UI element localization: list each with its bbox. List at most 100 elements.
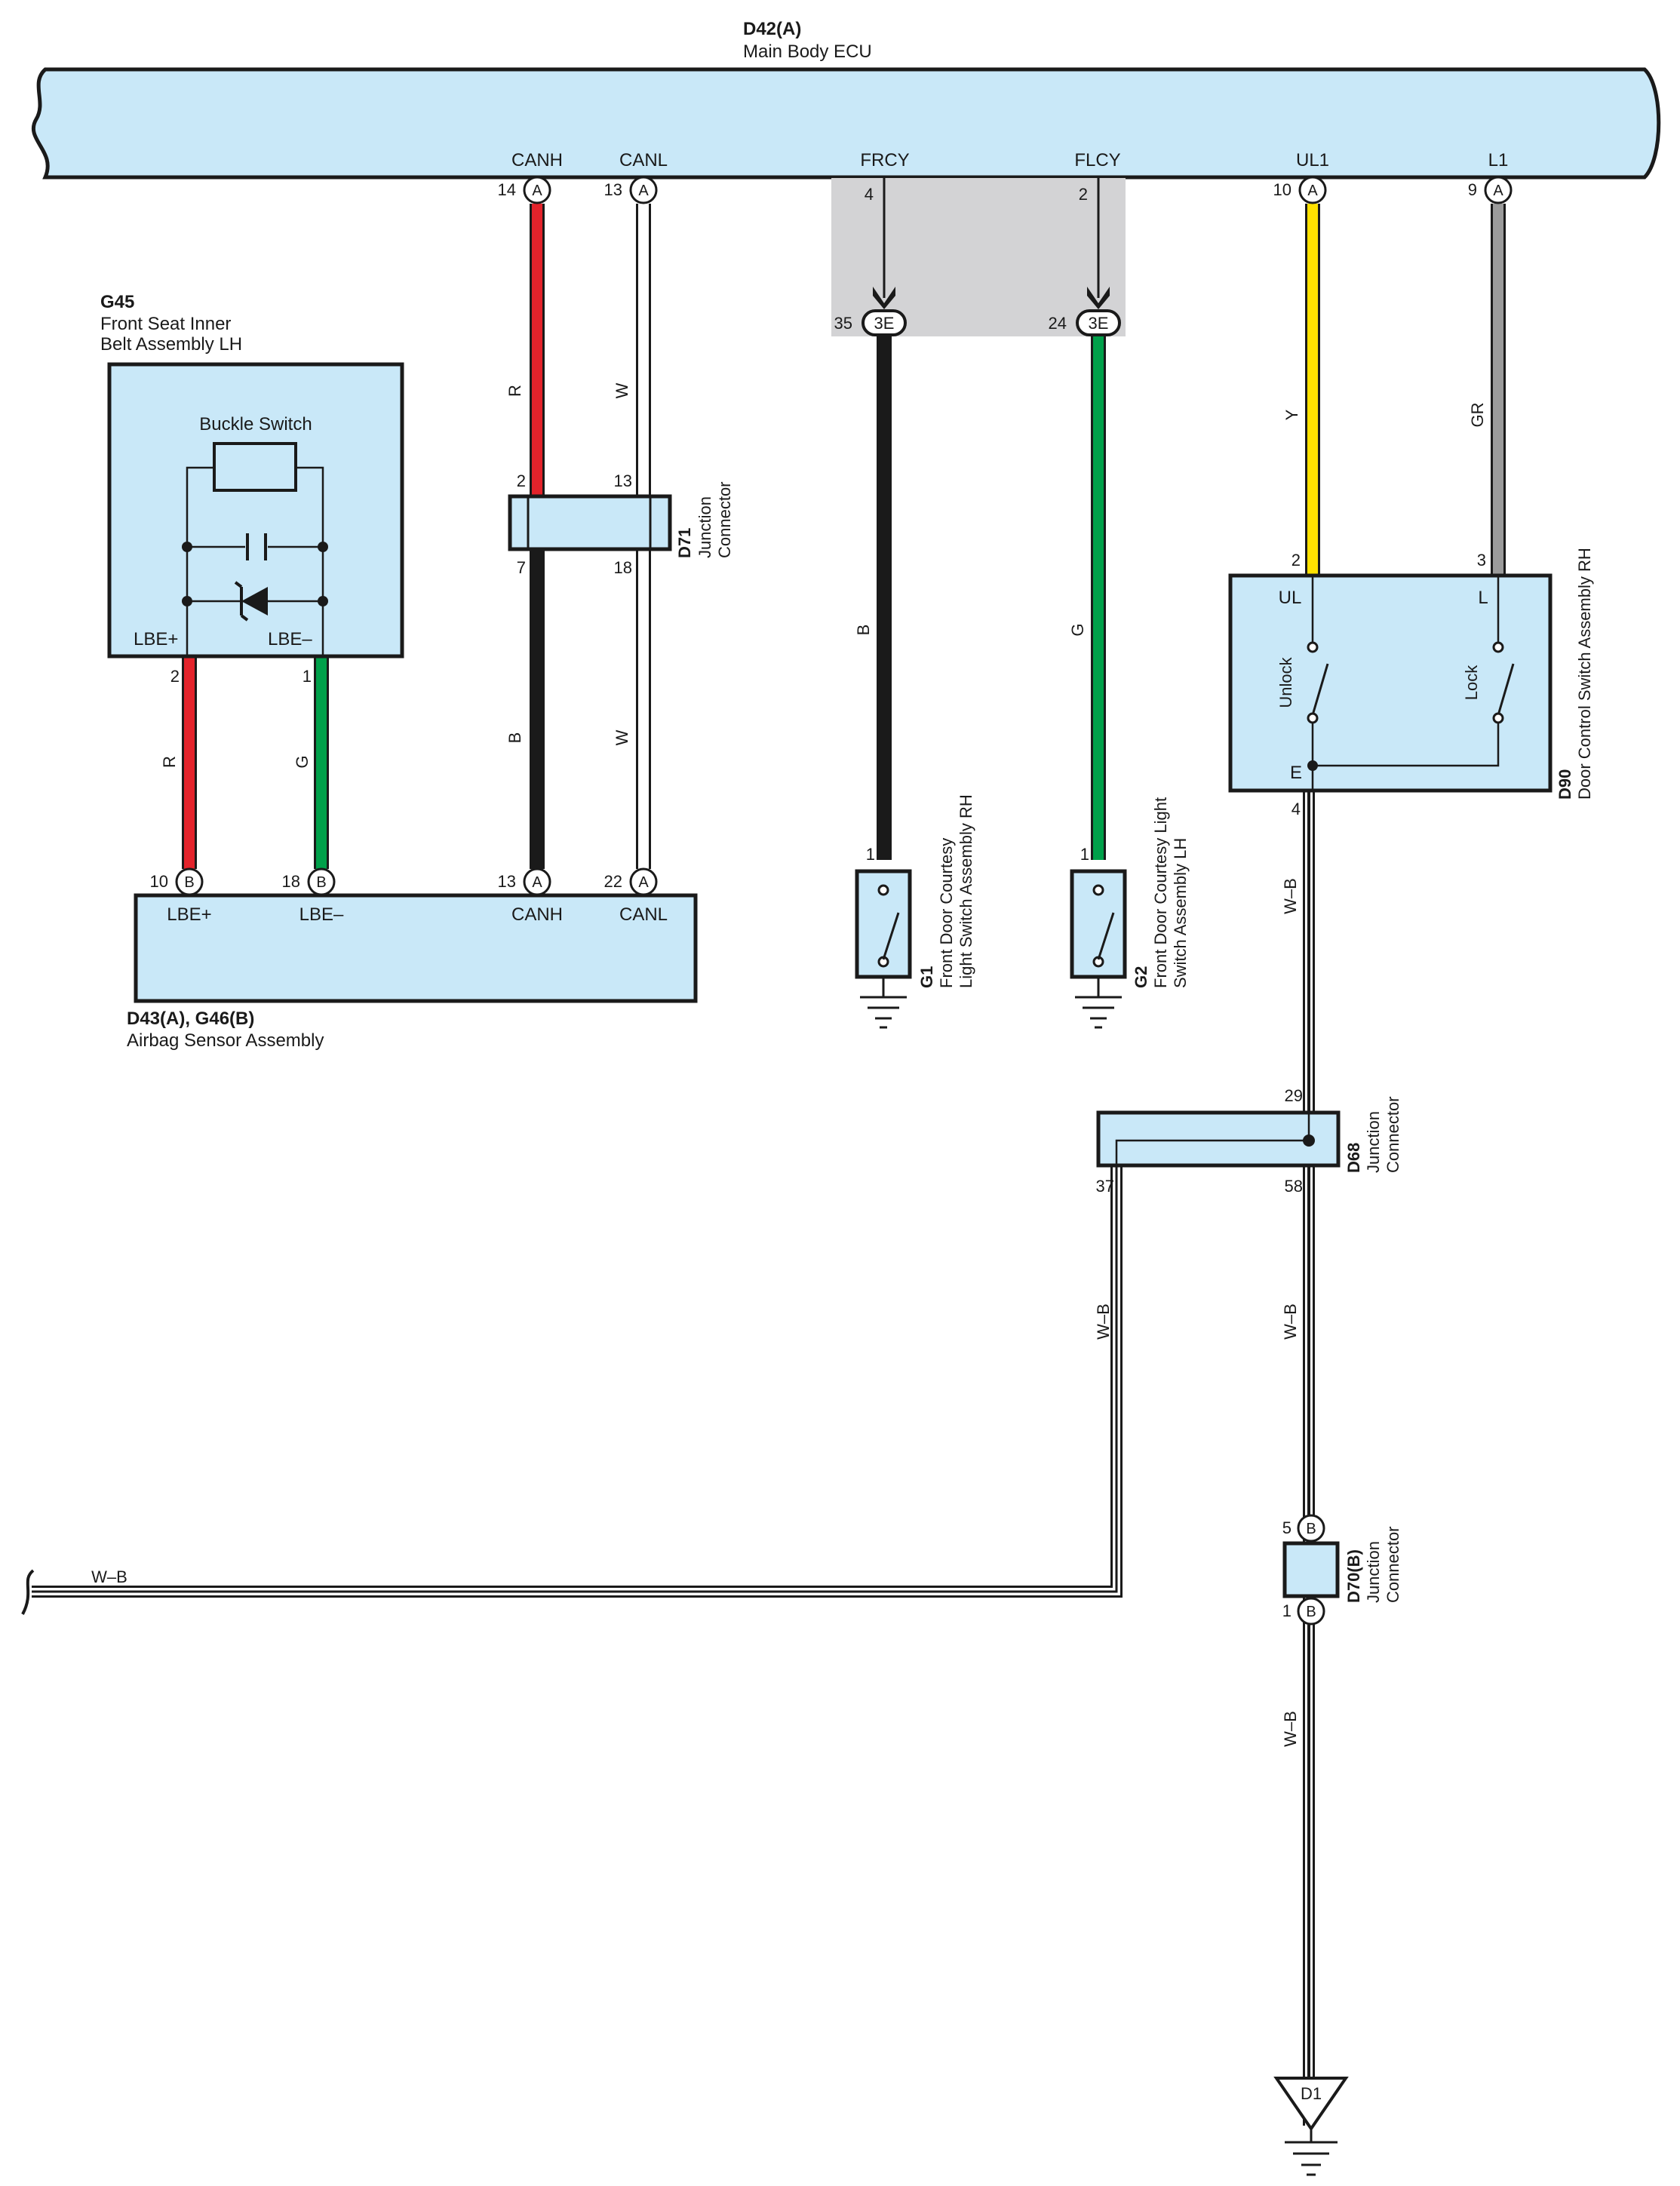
wire-label-wb-1: W–B <box>1281 878 1300 914</box>
wire-label-canl-bottom: W <box>613 729 631 745</box>
d90-pin-e: 4 <box>1291 800 1301 818</box>
d90-pin-ul: 2 <box>1291 551 1301 570</box>
wire-wb-branch <box>32 1158 1123 1598</box>
g2-name-2: Switch Assembly LH <box>1171 838 1190 988</box>
svg-text:B: B <box>184 874 194 891</box>
airbag-term-canl: CANL <box>619 904 668 925</box>
d71-pin-13: 13 <box>614 471 632 490</box>
svg-text:B: B <box>316 874 326 891</box>
wire-lbe-plus <box>182 658 197 869</box>
ecu-terminal-canl: CANL <box>619 150 668 170</box>
g1-id: G1 <box>917 966 936 988</box>
wire-ul1 <box>1305 204 1320 575</box>
wire-label-lbe-plus: R <box>160 756 179 768</box>
ground-icon <box>1075 996 1122 1029</box>
wire-flcy <box>1091 336 1106 860</box>
d90-unlock-label: Unlock <box>1276 656 1295 708</box>
d70-name-2: Connector <box>1384 1526 1402 1603</box>
svg-text:D1: D1 <box>1301 2084 1322 2103</box>
zener-diode-icon <box>241 587 268 616</box>
svg-text:A: A <box>1493 183 1503 199</box>
wire-label-frcy: B <box>854 625 873 636</box>
g45-term-minus: LBE– <box>268 629 312 649</box>
ecu-pin-l1: A 9 <box>1468 176 1513 204</box>
g45-pin-plus: 2 <box>170 667 180 686</box>
buckle-switch <box>213 442 297 492</box>
d70-pin-1: 1 <box>1282 1601 1291 1620</box>
ecu-terminal-canh: CANH <box>511 150 563 170</box>
d71-pin-7: 7 <box>517 558 526 577</box>
svg-text:B: B <box>1306 1521 1316 1537</box>
g45-pin-minus: 1 <box>303 667 312 686</box>
d71-pin-18: 18 <box>614 558 632 577</box>
svg-text:35: 35 <box>834 314 852 333</box>
wire-l1 <box>1491 204 1506 575</box>
d70-pin-5: 5 <box>1282 1518 1291 1537</box>
airbag-term-lbe-plus: LBE+ <box>167 904 211 925</box>
buckle-switch-label: Buckle Switch <box>199 414 312 434</box>
ecu-pin-canh: A 14 <box>498 176 551 204</box>
inline-connector-24: 3E 24 <box>1049 287 1121 336</box>
svg-text:22: 22 <box>604 872 622 891</box>
svg-text:3E: 3E <box>874 314 895 333</box>
d71-id: D71 <box>675 528 694 558</box>
ecu-pin-frcy: 4 <box>865 185 874 204</box>
ecu-pin-canl: A 13 <box>604 176 658 204</box>
d71-junction-connector: 2 13 7 18 D71 Junction Connector <box>508 471 734 577</box>
g45-id: G45 <box>100 292 134 312</box>
ground-icon <box>1285 2141 1338 2176</box>
wire-label-wb-4: W–B <box>1094 1303 1113 1340</box>
wire-canh-top <box>530 204 545 498</box>
g45-name-2: Belt Assembly LH <box>100 334 242 355</box>
svg-text:A: A <box>532 183 542 199</box>
d90-term-l: L <box>1478 588 1488 608</box>
d68-id: D68 <box>1344 1143 1363 1173</box>
wire-label-canh-top: R <box>505 385 524 397</box>
wire-break-mark <box>21 1569 35 1615</box>
d90-name: Door Control Switch Assembly RH <box>1575 548 1594 800</box>
svg-text:18: 18 <box>282 872 300 891</box>
g1-courtesy-switch-rh: 1 G1 Front Door Courtesy Light Switch As… <box>855 794 975 1029</box>
d71-pin-2: 2 <box>517 471 526 490</box>
inline-connector-35: 3E 35 <box>834 287 907 336</box>
d68-pin-58: 58 <box>1285 1177 1303 1196</box>
wire-label-wb-left: W–B <box>91 1567 127 1586</box>
d90-id: D90 <box>1556 769 1574 800</box>
wire-label-ul1: Y <box>1282 409 1301 420</box>
d68-name-1: Junction <box>1364 1111 1383 1173</box>
airbag-pin-canh: A 13 <box>498 867 551 896</box>
wire-label-lbe-minus: G <box>293 755 312 768</box>
svg-text:10: 10 <box>1273 180 1291 199</box>
svg-text:9: 9 <box>1468 180 1477 199</box>
d70-junction-connector: B B 5 1 D70(B) Junction Connector <box>1282 1514 1402 1626</box>
airbag-term-lbe-minus: LBE– <box>299 904 344 925</box>
ecu-terminal-frcy: FRCY <box>860 150 909 170</box>
main-body-ecu: D42(A) Main Body ECU <box>31 19 1661 180</box>
svg-text:3E: 3E <box>1089 314 1109 333</box>
d68-name-2: Connector <box>1384 1096 1402 1173</box>
airbag-sensor-assembly: D43(A), G46(B) Airbag Sensor Assembly LB… <box>127 893 698 1051</box>
d68-pin-29: 29 <box>1285 1086 1303 1105</box>
g45-term-plus: LBE+ <box>134 629 178 649</box>
d90-pin-l: 3 <box>1477 551 1486 570</box>
wire-lbe-minus <box>314 658 329 869</box>
ecu-terminal-l1: L1 <box>1488 150 1509 170</box>
d70-name-1: Junction <box>1364 1541 1383 1603</box>
ecu-id: D42(A) <box>743 19 801 39</box>
d70-id: D70(B) <box>1344 1549 1363 1603</box>
g45-belt-assembly: G45 Front Seat Inner Belt Assembly LH Bu… <box>100 292 404 686</box>
ecu-terminal-ul1: UL1 <box>1296 150 1329 170</box>
svg-text:13: 13 <box>498 872 516 891</box>
wire-wb-main <box>1303 791 1315 2126</box>
ecu-terminal-flcy: FLCY <box>1074 150 1120 170</box>
airbag-pin-lbe-plus: B 10 <box>150 867 204 896</box>
svg-text:A: A <box>1307 183 1318 199</box>
g2-courtesy-switch-lh: 1 G2 Front Door Courtesy Light Switch As… <box>1070 797 1190 1029</box>
ground-d1: D1 <box>1273 2077 1349 2176</box>
wire-label-wb-3: W–B <box>1281 1711 1300 1747</box>
d68-pin-37: 37 <box>1096 1177 1114 1196</box>
wire-canh-bottom <box>530 551 545 869</box>
g45-name-1: Front Seat Inner <box>100 314 231 334</box>
wire-label-canh-bottom: B <box>505 732 524 744</box>
g1-name-1: Front Door Courtesy <box>937 838 956 988</box>
